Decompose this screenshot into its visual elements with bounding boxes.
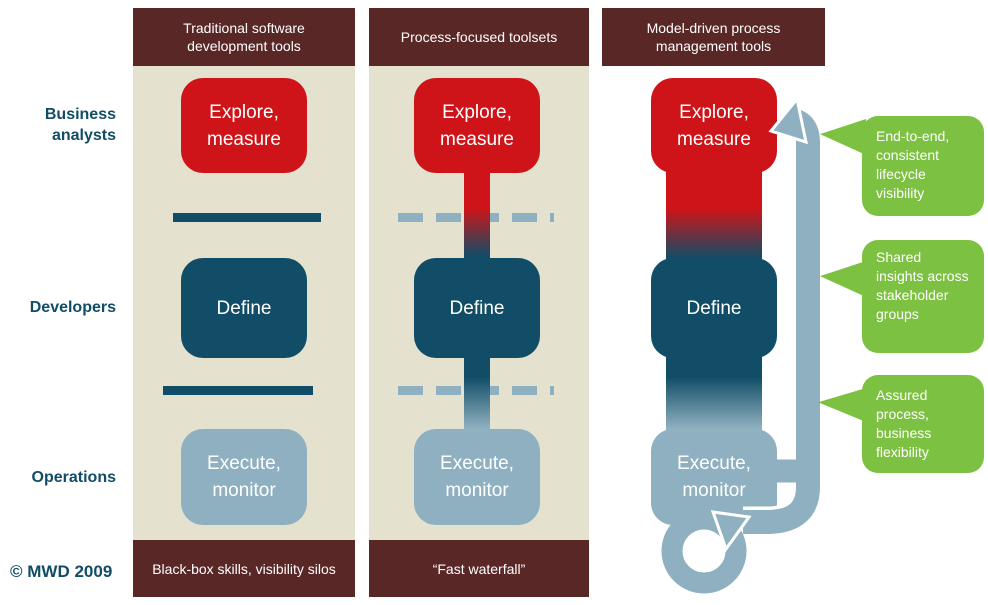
benefit-callout-lifecycle-visibility: End-to-end, consistent lifecycle visibil… <box>862 116 984 216</box>
callout-tail <box>820 119 866 155</box>
row-label-business-analysts: Business analysts <box>44 106 116 144</box>
callout-tail <box>818 388 866 422</box>
stage-box-execute-monitor: Execute, monitor <box>414 429 540 525</box>
copyright-note: © MWD 2009 <box>10 562 113 581</box>
column-header-process-focused: Process-focused toolsets <box>369 8 589 66</box>
column-header-model-driven: Model-driven process management tools <box>602 8 825 66</box>
separator-bar <box>163 386 313 395</box>
self-loop-pipe <box>661 508 747 594</box>
row-label-developers: Developers <box>29 299 116 316</box>
stage-box-define: Define <box>651 258 777 358</box>
stage-box-explore-measure: Explore, measure <box>651 78 777 173</box>
stage-box-define: Define <box>181 258 307 358</box>
wide-flow-connector-define-execute <box>666 355 762 433</box>
benefit-callout-shared-insights: Shared insights across stakeholder group… <box>862 240 984 353</box>
vertical-feedback-pipe <box>787 108 820 480</box>
column-footer-process-focused: “Fast waterfall” <box>369 540 589 597</box>
row-label-operations: Operations <box>31 469 116 486</box>
stage-box-explore-measure: Explore, measure <box>414 78 540 173</box>
callout-tail <box>820 261 866 297</box>
column-footer-traditional: Black-box skills, visibility silos <box>133 540 355 597</box>
flow-connector-explore-define <box>464 170 490 260</box>
wide-flow-connector-explore-define <box>666 170 762 262</box>
benefit-callout-assured-process: Assured process, business flexibility <box>862 375 984 473</box>
stage-box-execute-monitor: Execute, monitor <box>181 429 307 525</box>
column-header-traditional: Traditional software development tools <box>133 8 355 66</box>
flow-connector-define-execute <box>464 355 490 433</box>
stage-box-define: Define <box>414 258 540 358</box>
stage-box-execute-monitor: Execute, monitor <box>651 429 777 525</box>
stage-box-explore-measure: Explore, measure <box>181 78 307 173</box>
separator-bar <box>173 213 321 222</box>
